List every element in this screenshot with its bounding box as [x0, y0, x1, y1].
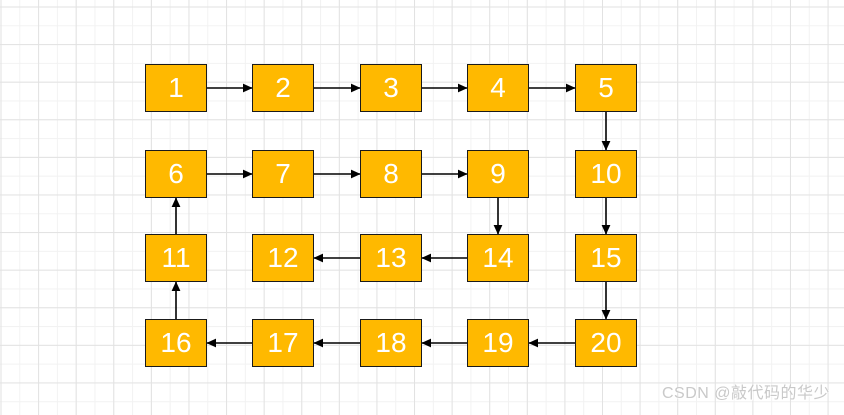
- node-label: 12: [267, 242, 299, 273]
- diagram-node-12: 12: [252, 234, 314, 282]
- diagram-node-14: 14: [467, 234, 529, 282]
- diagram-node-3: 3: [360, 64, 422, 112]
- node-label: 16: [160, 327, 192, 358]
- node-label: 14: [482, 242, 514, 273]
- diagram-node-2: 2: [252, 64, 314, 112]
- node-label: 6: [168, 158, 184, 189]
- diagram-node-16: 16: [145, 319, 207, 367]
- node-label: 20: [590, 327, 622, 358]
- node-label: 18: [375, 327, 407, 358]
- diagram-node-1: 1: [145, 64, 207, 112]
- diagram-node-15: 15: [575, 234, 637, 282]
- node-label: 10: [590, 158, 622, 189]
- node-label: 7: [275, 158, 291, 189]
- diagram-node-4: 4: [467, 64, 529, 112]
- node-label: 9: [490, 158, 506, 189]
- node-label: 5: [598, 72, 614, 103]
- watermark: CSDN @敲代码的华少: [661, 385, 830, 402]
- diagram-node-6: 6: [145, 150, 207, 198]
- diagram-node-19: 19: [467, 319, 529, 367]
- node-label: 2: [275, 72, 291, 103]
- node-label: 4: [490, 72, 506, 103]
- diagram-node-17: 17: [252, 319, 314, 367]
- diagram-node-10: 10: [575, 150, 637, 198]
- diagram-node-9: 9: [467, 150, 529, 198]
- node-label: 8: [383, 158, 399, 189]
- node-label: 19: [482, 327, 514, 358]
- diagram-node-11: 11: [145, 234, 207, 282]
- node-label: 11: [161, 242, 191, 273]
- diagram-node-5: 5: [575, 64, 637, 112]
- node-label: 3: [383, 72, 399, 103]
- node-label: 13: [375, 242, 407, 273]
- diagram-node-13: 13: [360, 234, 422, 282]
- node-label: 15: [590, 242, 622, 273]
- diagram-node-20: 20: [575, 319, 637, 367]
- node-label: 1: [168, 72, 184, 103]
- node-label: 17: [267, 327, 299, 358]
- diagram-node-7: 7: [252, 150, 314, 198]
- diagram-node-18: 18: [360, 319, 422, 367]
- diagram-node-8: 8: [360, 150, 422, 198]
